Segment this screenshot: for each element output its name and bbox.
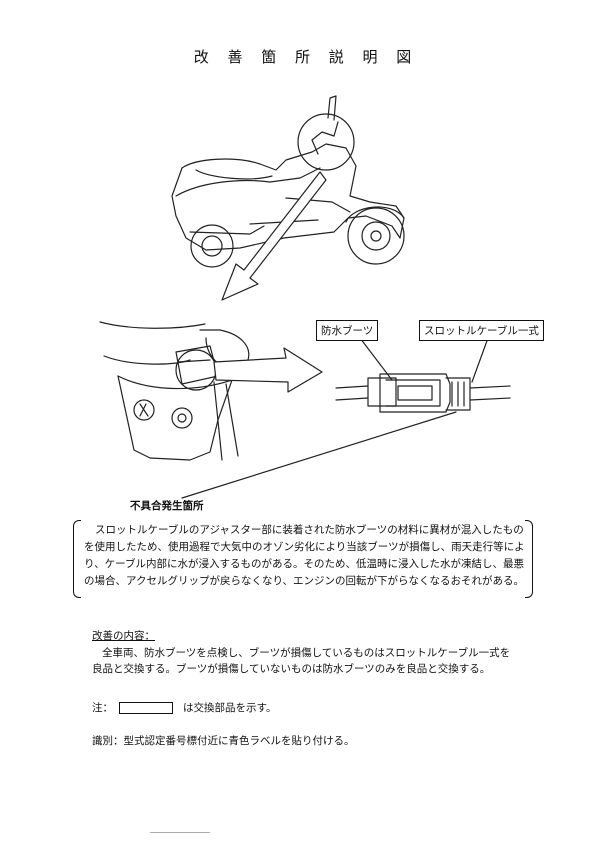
cable-closeup-drawing	[335, 373, 511, 413]
zoom-arrow-right	[213, 347, 323, 393]
leader-boot	[359, 337, 393, 381]
scooter-drawing	[171, 95, 405, 268]
defect-location-label: 不具合発生箇所	[130, 500, 204, 512]
zoom-circle-scooter	[297, 113, 355, 171]
bracket-left	[73, 520, 81, 598]
bracket-right	[525, 520, 533, 598]
label-throttle-cable-assembly: スロットルケーブル一式	[419, 320, 544, 341]
zoom-circle-handlebar	[175, 349, 217, 391]
label-waterproof-boot: 防水ブーツ	[316, 320, 379, 341]
note-prefix: 注：	[92, 702, 113, 714]
leader-cable	[471, 337, 489, 383]
replacement-part-box-legend	[119, 701, 173, 714]
zoom-arrow-down	[221, 171, 327, 301]
note: 注： は交換部品を示す。	[92, 700, 276, 715]
note-text: は交換部品を示す。	[183, 702, 277, 714]
page-title: 改 善 箇 所 説 明 図	[193, 48, 419, 66]
fix-description: 全車両、防水ブーツを点検し、ブーツが損傷しているものはスロットルケーブル一式を良…	[92, 647, 511, 675]
leader-defect	[181, 411, 457, 499]
defect-description: スロットルケーブルのアジャスター部に装着された防水ブーツの材料に異材が混入したも…	[84, 524, 525, 587]
footer-rule	[150, 832, 210, 833]
identification-note: 識別：型式認定番号標付近に青色ラベルを貼り付ける。	[92, 735, 355, 747]
handlebar-drawing	[99, 321, 250, 461]
fix-heading: 改善の内容：	[92, 630, 155, 642]
